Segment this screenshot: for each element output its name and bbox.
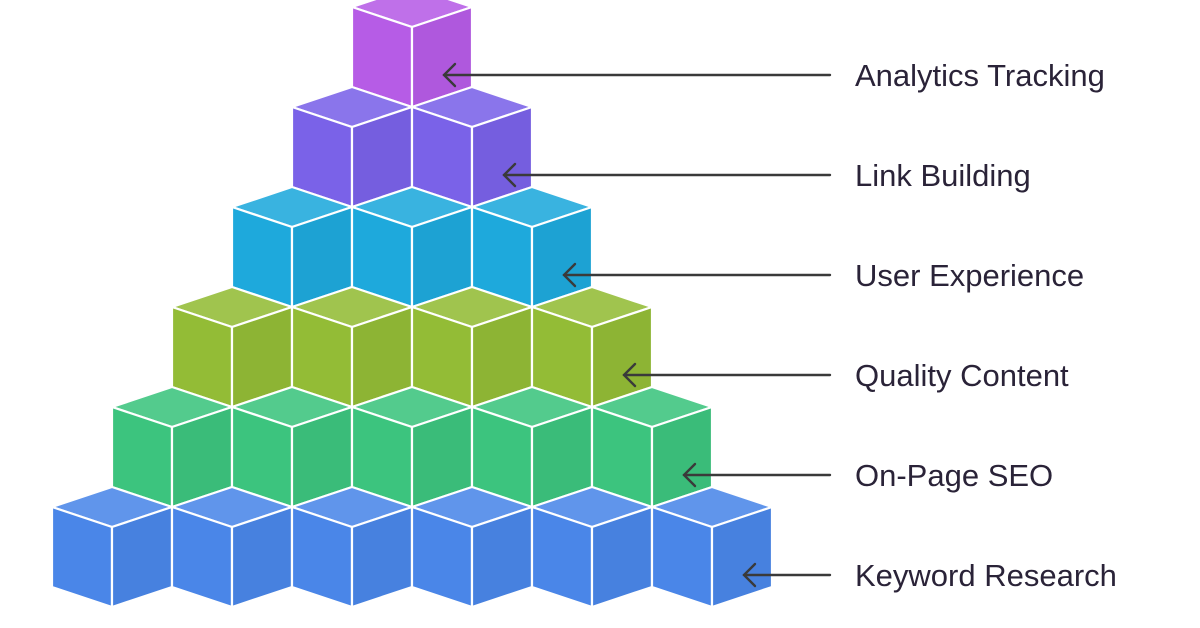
cube-right-face (710, 505, 774, 609)
cube (110, 385, 234, 509)
arrow-head (502, 162, 517, 188)
arrow-left-icon (682, 462, 832, 488)
cube (230, 385, 354, 509)
cube (170, 485, 294, 609)
cube (470, 185, 594, 309)
cube (50, 485, 174, 609)
tier-label: Link Building (855, 158, 1031, 193)
cube (350, 185, 474, 309)
cubes-layer (50, 0, 774, 609)
tier-label: Quality Content (855, 358, 1069, 393)
cube (410, 285, 534, 409)
tier-label: On-Page SEO (855, 458, 1053, 493)
arrow-head (442, 62, 457, 88)
cube (290, 85, 414, 209)
cube (350, 0, 474, 109)
cube (290, 285, 414, 409)
arrow-left-icon (742, 562, 832, 588)
cube (650, 485, 774, 609)
arrow-head (682, 462, 697, 488)
arrows-layer (442, 62, 832, 588)
cube (410, 85, 534, 209)
cube (410, 485, 534, 609)
arrow-head (622, 362, 637, 388)
arrow-left-icon (442, 62, 832, 88)
cube (230, 185, 354, 309)
arrow-left-icon (562, 262, 832, 288)
arrow-head (562, 262, 577, 288)
arrow-left-icon (502, 162, 832, 188)
cube (170, 285, 294, 409)
cube (350, 385, 474, 509)
arrow-head (742, 562, 757, 588)
tier-label: Analytics Tracking (855, 58, 1105, 93)
tier-label: Keyword Research (855, 558, 1117, 593)
cube (290, 485, 414, 609)
cube (530, 485, 654, 609)
cube (590, 385, 714, 509)
cube (470, 385, 594, 509)
tier-label: User Experience (855, 258, 1084, 293)
arrow-left-icon (622, 362, 832, 388)
cube (530, 285, 654, 409)
